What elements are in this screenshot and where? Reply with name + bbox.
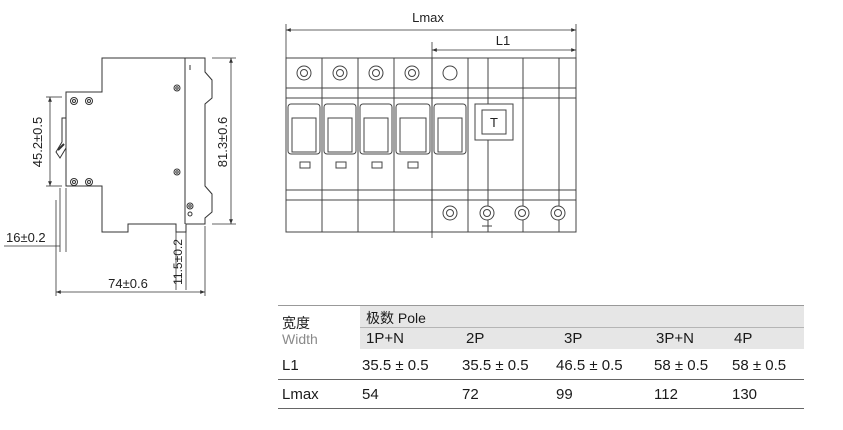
table-top-rule xyxy=(278,305,804,306)
table-cell: 130 xyxy=(732,386,758,403)
top-terminals xyxy=(296,65,458,81)
side-dimensions xyxy=(4,57,236,296)
breaker-handles xyxy=(287,103,467,169)
table-cell: 58 ± 0.5 xyxy=(732,357,787,374)
row-label-lmax: Lmax xyxy=(282,386,319,403)
pole-header: 1P+N xyxy=(366,330,404,347)
table-cell: 54 xyxy=(362,386,379,403)
table-cell: 35.5 ± 0.5 xyxy=(362,357,429,374)
table-cell: 72 xyxy=(462,386,479,403)
front-dimensions xyxy=(285,24,577,238)
bottom-terminals xyxy=(442,205,566,227)
header-width-zh: 宽度 xyxy=(282,315,310,331)
row-label-l1: L1 xyxy=(282,357,299,374)
dim-rail-label: 16±0.2 xyxy=(6,230,46,245)
test-button xyxy=(474,103,514,141)
table-cell: 58 ± 0.5 xyxy=(654,357,709,374)
header-width-en: Width xyxy=(282,331,318,347)
table-bottom-rule xyxy=(278,408,804,409)
header-poles: 极数 Pole xyxy=(366,310,426,326)
pole-header: 3P+N xyxy=(656,330,694,347)
table-row-divider xyxy=(278,379,804,380)
header-band-divider xyxy=(360,327,804,328)
dim-depth-label: 74±0.6 xyxy=(108,276,148,291)
technical-drawing: 45.2±0.5 81.3±0.6 16±0.2 11.5±0.2 74±0.6 xyxy=(4,10,577,296)
test-button-label: T xyxy=(490,115,498,130)
dim-lmax-label: Lmax xyxy=(412,10,444,25)
front-outline xyxy=(285,57,577,233)
side-view xyxy=(55,57,213,233)
pole-header: 4P xyxy=(734,330,753,347)
table-cell: 35.5 ± 0.5 xyxy=(462,357,529,374)
pole-header: 3P xyxy=(564,330,583,347)
table-cell: 46.5 ± 0.5 xyxy=(556,357,623,374)
dim-l1-label: L1 xyxy=(496,33,510,48)
table-cell: 99 xyxy=(556,386,573,403)
dim-foot-label: 11.5±0.2 xyxy=(171,239,185,285)
dim-height-inner-label: 45.2±0.5 xyxy=(30,117,45,168)
side-body-outline xyxy=(65,57,213,233)
pole-header: 2P xyxy=(466,330,485,347)
table-cell: 112 xyxy=(654,386,678,403)
dim-height-total-label: 81.3±0.6 xyxy=(215,117,230,168)
